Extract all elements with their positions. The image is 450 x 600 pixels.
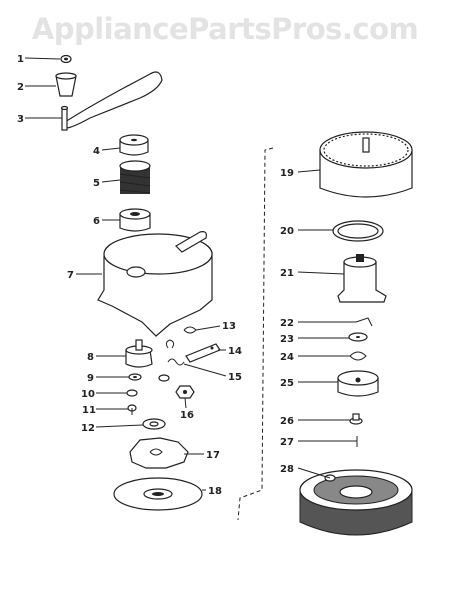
label-11: 11 [82,405,96,416]
label-28: 28 [280,464,294,475]
part-18-base-plate [113,477,203,511]
part-labels: 1 2 3 4 5 6 7 8 9 10 11 12 13 14 15 16 1… [17,54,294,497]
label-4: 4 [93,146,100,157]
label-12: 12 [81,423,95,434]
label-19: 19 [280,168,294,179]
part-3-handle [60,71,163,131]
part-21-motor-assembly [337,254,387,303]
part-12-washer [142,418,166,430]
part-25-hub [337,370,379,397]
part-4-cap [119,134,149,156]
part-1-nut [60,54,72,64]
label-14: 14 [228,346,242,357]
part-20-o-ring [332,220,384,242]
label-23: 23 [280,334,294,345]
label-22: 22 [280,318,294,329]
label-24: 24 [280,352,294,363]
divider-dashed-line [237,147,274,521]
label-9: 9 [87,373,94,384]
part-13-clip [165,326,197,349]
part-17-gear-plate [129,437,189,469]
label-20: 20 [280,226,294,237]
label-1: 1 [17,54,24,65]
part-10-ring [126,389,138,397]
part-26-nut [349,413,363,425]
label-26: 26 [280,416,294,427]
label-18: 18 [208,486,222,497]
part-19-gear-ring-housing [319,131,413,198]
part-9-washer [128,373,142,381]
label-5: 5 [93,178,100,189]
part-8-gear [125,339,153,368]
label-8: 8 [87,352,94,363]
part-28-grinding-wheel [299,469,413,536]
label-16: 16 [180,410,194,421]
label-6: 6 [93,216,100,227]
label-21: 21 [280,268,294,279]
watermark: AppliancePartsPros.com [31,12,419,46]
label-2: 2 [17,82,24,93]
part-14-lever [185,343,221,363]
label-13: 13 [222,321,236,332]
part-7-housing [97,231,213,337]
leader-lines [24,57,357,491]
part-16-nut [158,374,195,399]
label-7: 7 [67,270,74,281]
part-22-pin [355,317,373,327]
part-2-knob [55,72,77,97]
part-11-screw [127,404,137,415]
label-27: 27 [280,437,294,448]
part-24-clip [349,351,367,361]
part-23-washer [348,332,368,342]
label-15: 15 [228,372,242,383]
part-15-spring-clip [167,358,185,366]
label-25: 25 [280,378,294,389]
label-3: 3 [17,114,24,125]
label-10: 10 [81,389,95,400]
part-6-collar [119,208,151,232]
label-17: 17 [206,450,220,461]
part-5-spring [119,160,151,194]
